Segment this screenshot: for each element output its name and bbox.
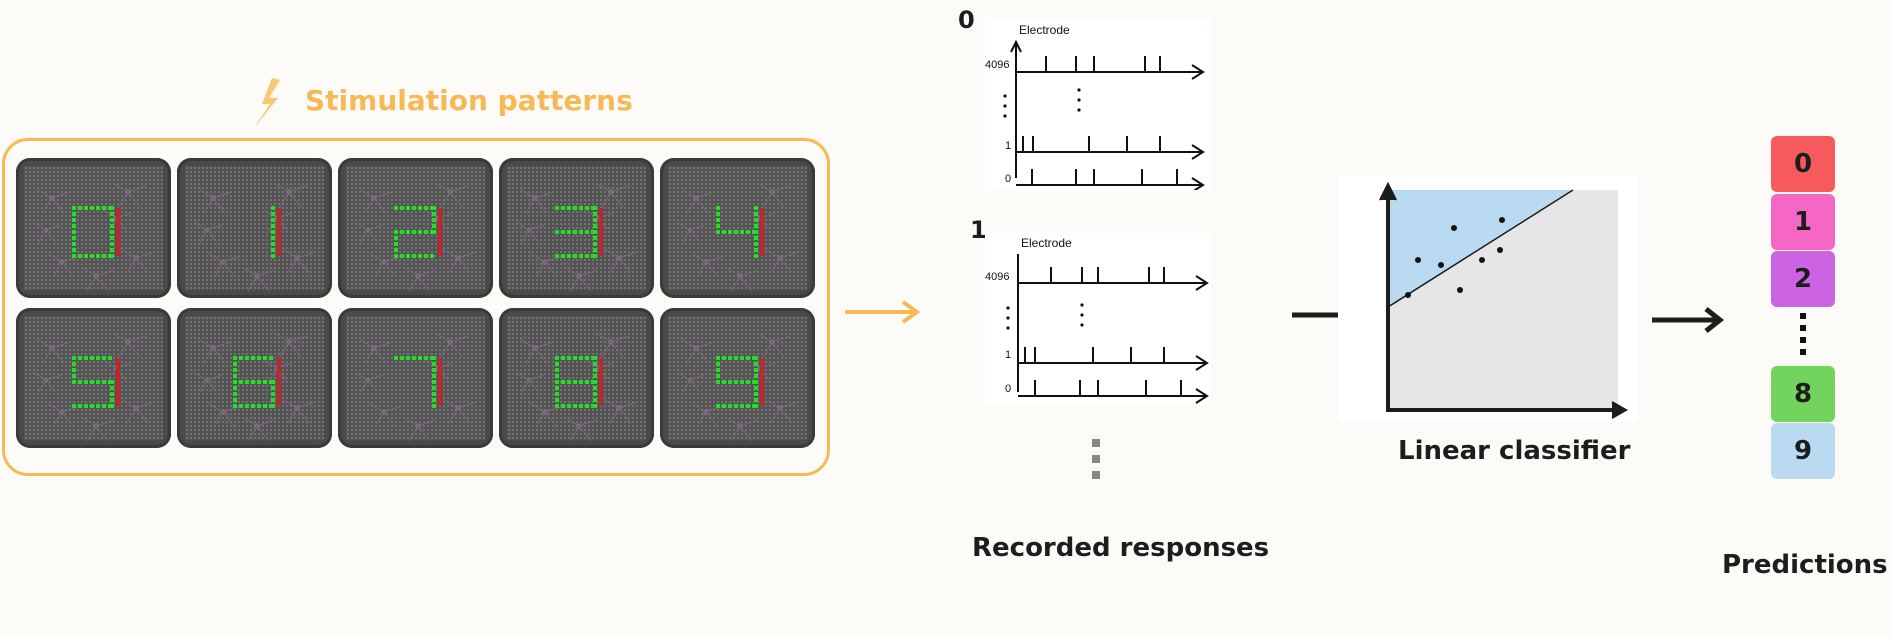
stimulation-digit-pattern	[194, 182, 316, 292]
response-panel: Electrode 4096 1 0	[985, 232, 1211, 404]
stimulation-frame	[2, 138, 830, 476]
arrow-right-icon	[845, 300, 921, 324]
prediction-box: 0	[1771, 136, 1835, 192]
electrode-array-chip	[338, 158, 493, 298]
more-dots-icon	[1092, 439, 1100, 479]
stimulation-digit-pattern	[677, 332, 799, 442]
prediction-box: 9	[1771, 423, 1835, 479]
stimulation-digit-pattern	[516, 332, 638, 442]
prediction-label: 8	[1793, 379, 1813, 409]
electrode-array-chip	[499, 308, 654, 448]
tick-label: 4096	[985, 271, 1009, 283]
axis-title: Electrode	[1019, 23, 1070, 37]
response-panel-label: 0	[958, 6, 975, 34]
classifier-title: Linear classifier	[1398, 436, 1631, 466]
electrode-array-chip	[660, 158, 815, 298]
tick-label: 0	[1005, 173, 1011, 185]
prediction-box: 1	[1771, 194, 1835, 250]
responses-title: Recorded responses	[972, 533, 1270, 563]
prediction-label: 1	[1793, 207, 1813, 237]
predictions-title: Predictions	[1722, 550, 1888, 580]
prediction-box: 8	[1771, 366, 1835, 422]
electrode-array-chip	[16, 158, 171, 298]
tick-label: 1	[1005, 349, 1011, 361]
classifier-plot	[1338, 176, 1638, 422]
prediction-label: 2	[1793, 264, 1813, 294]
stimulation-digit-pattern	[355, 332, 477, 442]
stimulation-digit-pattern	[677, 182, 799, 292]
stimulation-title: Stimulation patterns	[305, 84, 633, 117]
stimulation-digit-pattern	[194, 332, 316, 442]
more-dots-icon	[1800, 313, 1806, 355]
stimulation-digit-pattern	[33, 332, 155, 442]
stimulation-digit-pattern	[33, 182, 155, 292]
electrode-array-chip	[660, 308, 815, 448]
tick-label: 4096	[985, 59, 1009, 71]
stimulation-digit-pattern	[516, 182, 638, 292]
response-panel-label: 1	[970, 216, 987, 244]
electrode-array-chip	[499, 158, 654, 298]
stimulation-digit-pattern	[355, 182, 477, 292]
arrow-right-icon	[1652, 307, 1725, 333]
prediction-label: 0	[1793, 149, 1813, 179]
tick-label: 0	[1005, 383, 1011, 395]
tick-label: 1	[1005, 140, 1011, 152]
electrode-array-chip	[338, 308, 493, 448]
electrode-array-chip	[177, 308, 332, 448]
lightning-icon	[254, 78, 280, 128]
prediction-label: 9	[1793, 436, 1813, 466]
axis-title: Electrode	[1021, 236, 1072, 250]
prediction-box: 2	[1771, 251, 1835, 307]
electrode-array-chip	[16, 308, 171, 448]
electrode-array-chip	[177, 158, 332, 298]
response-panel: Electrode 4096 1 0	[985, 18, 1211, 193]
